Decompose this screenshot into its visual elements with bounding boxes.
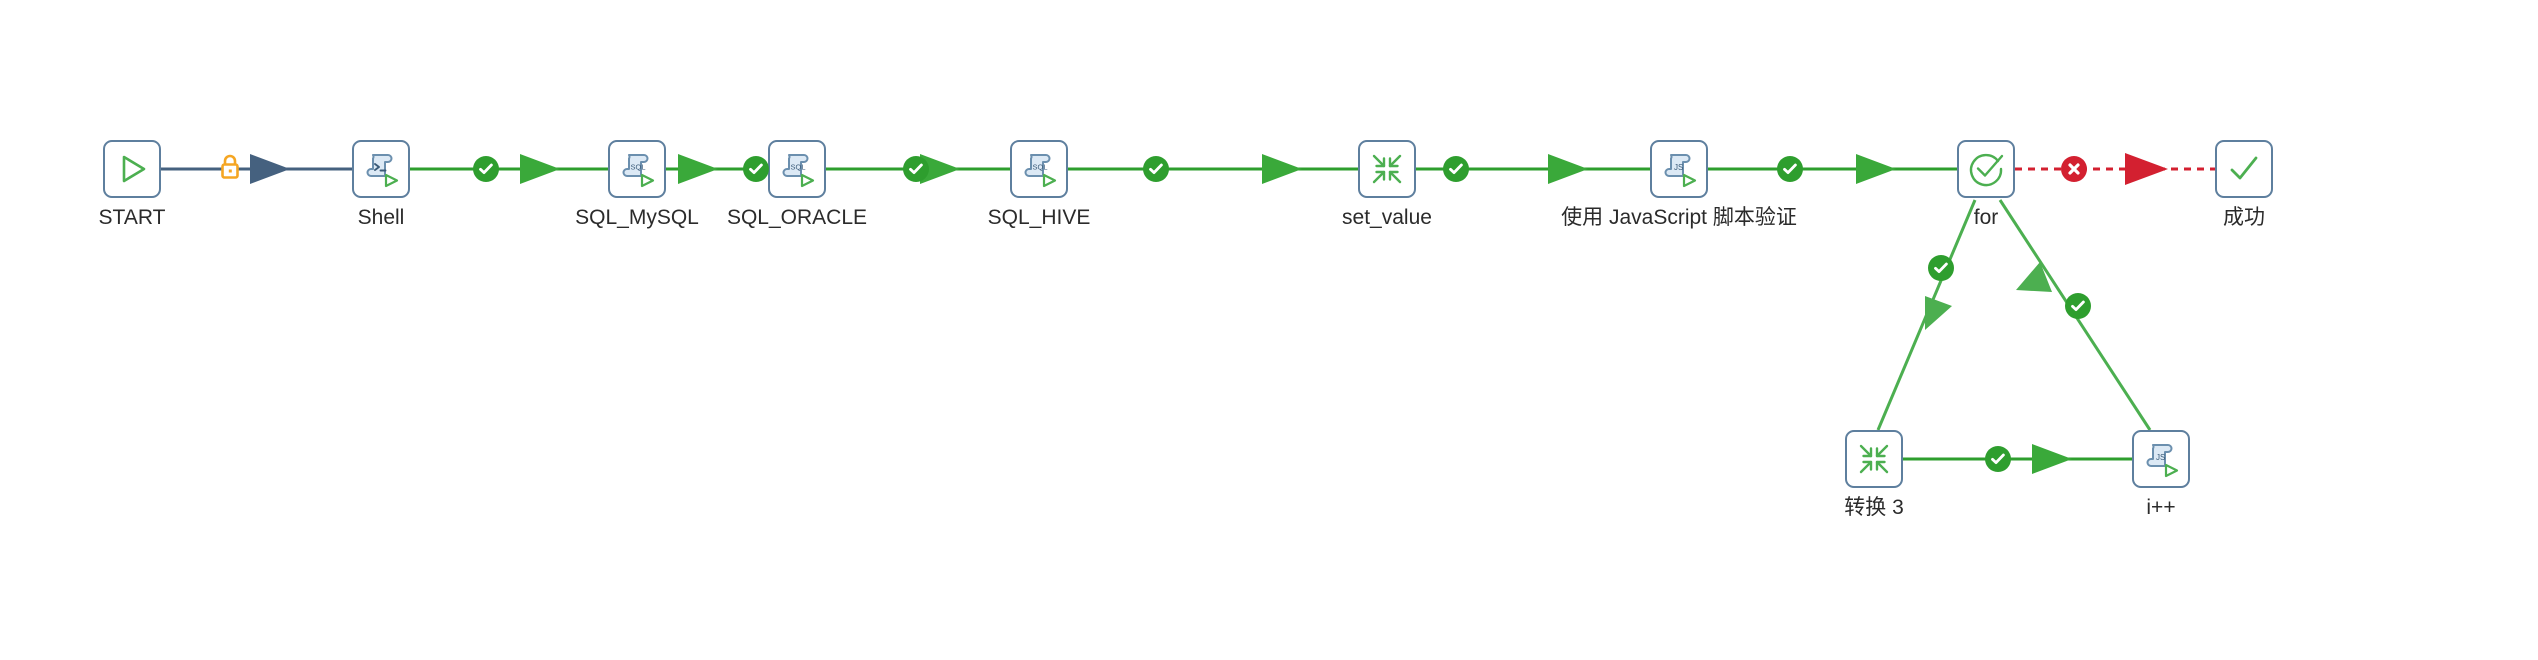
checkmark-icon — [2226, 151, 2262, 187]
node-label-for: for — [1973, 206, 1999, 229]
js-script-icon: JS — [2141, 439, 2181, 479]
lock-icon[interactable] — [217, 154, 243, 180]
svg-text:SQL: SQL — [1033, 163, 1048, 172]
circle-check-icon — [1967, 150, 2005, 188]
node-for[interactable] — [1957, 140, 2015, 198]
node-success[interactable] — [2215, 140, 2273, 198]
node-label-start: START — [98, 206, 166, 229]
hop-trans3-to-iplus — [1903, 444, 2132, 474]
sql-script-icon: SQL — [617, 149, 657, 189]
hop-shell-to-mysql — [410, 154, 608, 184]
collapse-arrows-icon — [1369, 151, 1405, 187]
node-label-js-verify: 使用 JavaScript 脚本验证 — [1561, 206, 1797, 229]
node-label-sql-hive: SQL_HIVE — [987, 206, 1091, 229]
svg-text:JS: JS — [1674, 163, 1683, 172]
shell-script-icon — [361, 149, 401, 189]
node-label-success: 成功 — [2223, 206, 2265, 229]
node-label-shell: Shell — [357, 206, 405, 229]
node-start[interactable] — [103, 140, 161, 198]
hop-js-to-for — [1708, 154, 1957, 184]
node-sql-oracle[interactable]: SQL — [768, 140, 826, 198]
node-sql-mysql[interactable]: SQL — [608, 140, 666, 198]
node-label-i-plus-plus: i++ — [2146, 496, 2176, 519]
x-circle-icon[interactable] — [2061, 156, 2087, 182]
check-circle-icon-5[interactable] — [1443, 156, 1469, 182]
node-i-plus-plus[interactable]: JS — [2132, 430, 2190, 488]
sql-script-icon: SQL — [1019, 149, 1059, 189]
check-circle-icon-9[interactable] — [1985, 446, 2011, 472]
node-label-trans3: 转换 3 — [1844, 496, 1904, 519]
node-sql-hive[interactable]: SQL — [1010, 140, 1068, 198]
node-set-value[interactable] — [1358, 140, 1416, 198]
node-label-sql-mysql: SQL_MySQL — [575, 206, 699, 229]
svg-text:SQL: SQL — [631, 163, 646, 172]
check-circle-icon-3[interactable] — [903, 156, 929, 182]
hop-start-to-shell — [161, 154, 352, 184]
js-script-icon: JS — [1659, 149, 1699, 189]
check-circle-icon-1[interactable] — [473, 156, 499, 182]
hop-for-to-success — [2015, 153, 2215, 185]
hop-for-to-trans3 — [1876, 199, 1977, 431]
play-triangle-icon — [115, 152, 149, 186]
svg-text:SQL: SQL — [791, 163, 806, 172]
hop-hive-to-setvalue — [1068, 154, 1358, 184]
node-label-sql-oracle: SQL_ORACLE — [726, 206, 868, 229]
collapse-arrows-icon — [1856, 441, 1892, 477]
check-circle-icon-6[interactable] — [1777, 156, 1803, 182]
check-circle-icon-4[interactable] — [1143, 156, 1169, 182]
node-label-set-value: set_value — [1342, 206, 1432, 229]
check-circle-icon-2[interactable] — [743, 156, 769, 182]
check-circle-icon-8[interactable] — [2065, 293, 2091, 319]
node-shell[interactable] — [352, 140, 410, 198]
check-circle-icon-7[interactable] — [1928, 255, 1954, 281]
node-js-verify[interactable]: JS — [1650, 140, 1708, 198]
svg-text:JS: JS — [2156, 453, 2165, 462]
node-trans3[interactable] — [1845, 430, 1903, 488]
sql-script-icon: SQL — [777, 149, 817, 189]
